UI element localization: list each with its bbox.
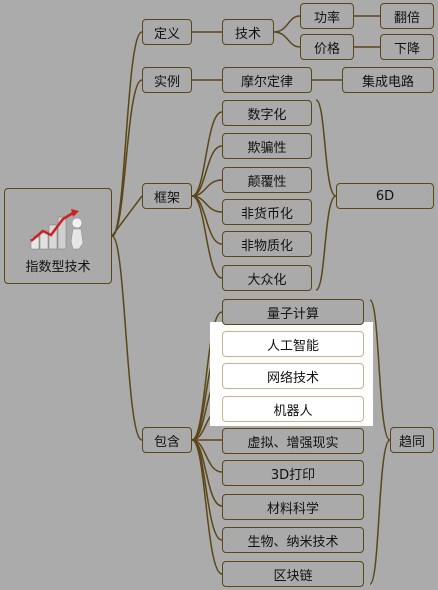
branch-definition[interactable]: 定义	[142, 19, 192, 45]
node-moore-law[interactable]: 摩尔定律	[222, 67, 312, 93]
include-item[interactable]: 量子计算	[222, 299, 364, 325]
include-item-highlighted[interactable]: 网络技术	[222, 363, 364, 389]
include-item[interactable]: 3D打印	[222, 460, 364, 486]
node-6d[interactable]: 6D	[336, 183, 434, 209]
branch-framework[interactable]: 框架	[142, 183, 192, 209]
framework-item[interactable]: 大众化	[222, 265, 312, 291]
framework-item[interactable]: 非物质化	[222, 231, 312, 257]
growth-chart-icon	[30, 209, 84, 250]
node-integrated-circuit[interactable]: 集成电路	[342, 67, 434, 93]
node-decrease[interactable]: 下降	[380, 34, 434, 60]
node-price[interactable]: 价格	[300, 34, 354, 60]
framework-item[interactable]: 非货币化	[222, 199, 312, 225]
root-label: 指数型技术	[25, 260, 91, 275]
node-double[interactable]: 翻倍	[380, 3, 434, 29]
include-item[interactable]: 虚拟、增强现实	[222, 428, 364, 454]
framework-item[interactable]: 颠覆性	[222, 167, 312, 193]
include-item[interactable]: 区块链	[222, 561, 364, 587]
node-power[interactable]: 功率	[300, 3, 354, 29]
branch-include[interactable]: 包含	[142, 427, 192, 453]
root-node[interactable]: 指数型技术	[4, 188, 112, 284]
node-tech[interactable]: 技术	[222, 19, 274, 45]
framework-item[interactable]: 欺骗性	[222, 133, 312, 159]
include-item-highlighted[interactable]: 机器人	[222, 396, 364, 422]
node-convergence[interactable]: 趋同	[390, 427, 434, 453]
include-item[interactable]: 生物、纳米技术	[222, 527, 364, 553]
branch-example[interactable]: 实例	[142, 67, 192, 93]
include-item[interactable]: 材料科学	[222, 494, 364, 520]
framework-item[interactable]: 数字化	[222, 100, 312, 126]
include-item-highlighted[interactable]: 人工智能	[222, 331, 364, 357]
